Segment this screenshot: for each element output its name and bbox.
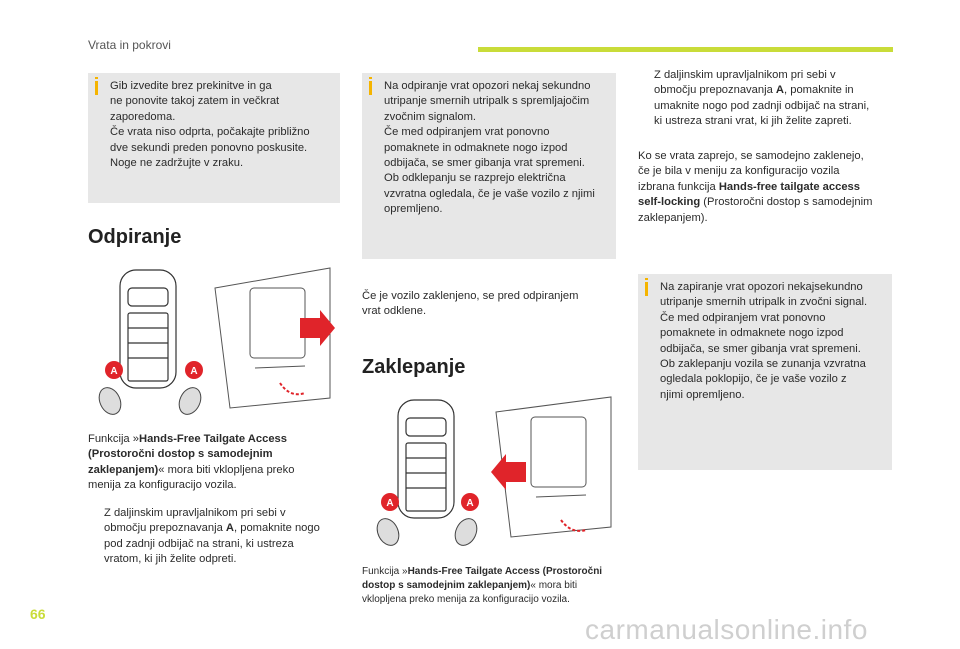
note-line: Če med odpiranjem vrat ponovno: [384, 126, 550, 139]
header-title: Vrata in pokrovi: [88, 38, 171, 52]
paragraph-auto-lock: Ko se vrata zaprejo, se samodejno zaklen…: [638, 149, 872, 226]
note-line: zvočnim signalom.: [384, 110, 477, 123]
watermark: carmanualsonline.info: [585, 614, 868, 645]
header-accent-rule: [478, 47, 893, 52]
caption-locking: Funkcija »Hands-Free Tailgate Access (Pr…: [362, 565, 602, 607]
note-line: odbijača, se smer gibanja vrat spremeni.: [660, 342, 861, 355]
zone-a-label-left: A: [110, 366, 117, 377]
bullet-line: ki ustreza strani vrat, ki jih želite za…: [654, 115, 852, 128]
note-line: Noge ne zadržujte v zraku.: [110, 157, 244, 170]
key-fob-icon: [98, 387, 202, 415]
note-line: pomaknete in odmaknete nogo izpod: [384, 141, 568, 154]
paragraph-function-note: Funkcija »Hands-Free Tailgate Access (Pr…: [88, 432, 294, 494]
key-fob-icon: [376, 518, 478, 546]
info-note-gesture: Gib izvedite brez prekinitve in ga ne po…: [88, 73, 340, 203]
note-line: Ob odklepanju se razprejo električna: [384, 172, 566, 185]
function-name: zaklepanjem): [88, 463, 159, 476]
text-prefix: Funkcija »: [88, 433, 139, 445]
bullet-line: Z daljinskim upravljalnikom pri sebi v: [654, 69, 836, 81]
note-line: zaporedoma.: [110, 110, 176, 123]
van-top-view-icon: [119, 269, 177, 389]
bullet-line: vratom, ki jih želite odpreti.: [104, 553, 237, 566]
heading-odpiranje: Odpiranje: [88, 226, 182, 248]
text-line: Ko se vrata zaprejo, se samodejno zaklen…: [638, 150, 864, 162]
text-suffix: « mora biti: [530, 580, 578, 591]
bullet-text: območju prepoznavanja: [104, 522, 226, 535]
zone-a-label-right: A: [466, 498, 473, 509]
bullet-close-step: Z daljinskim upravljalnikom pri sebi v o…: [638, 68, 869, 130]
foot-gesture-icon: [560, 519, 587, 532]
text-suffix: « mora biti vklopljena preko: [158, 463, 295, 476]
zone-label: A: [225, 522, 234, 535]
bullet-open-step: Z daljinskim upravljalnikom pri sebi v o…: [88, 506, 320, 568]
zone-a-marker-right: [461, 493, 479, 511]
function-name: (Prostoročni dostop s samodejnim: [88, 448, 273, 461]
info-icon: [645, 278, 648, 296]
text-line: zaklepanjem).: [638, 211, 708, 224]
function-name: Hands-Free Tailgate Access (Prostoročni: [407, 566, 603, 577]
page-number: 66: [30, 606, 46, 622]
note-line: Ob zaklepanju vozila se zunanja vzvratna: [660, 358, 866, 371]
bullet-line: umaknite nogo pod zadnji odbijač na stra…: [654, 99, 870, 112]
text-line: vklopljena preko menija za konfiguracijo…: [362, 594, 570, 605]
bullet-line: Z daljinskim upravljalnikom pri sebi v: [104, 507, 286, 519]
zone-label: A: [775, 84, 784, 97]
zone-a-marker-left: [105, 361, 123, 379]
note-line: odbijača, se smer gibanja vrat spremeni.: [384, 157, 585, 170]
function-name: Hands-Free Tailgate Access: [139, 433, 287, 445]
van-top-view-icon: [397, 399, 455, 519]
note-line: ogledala poklopijo, če je vaše vozilo z: [660, 373, 847, 386]
text-part: izbrana funkcija: [638, 180, 719, 193]
note-line: utripanje smernih utripalk in zvočni sig…: [660, 296, 868, 309]
note-line: njimi opremljeno.: [660, 388, 745, 401]
function-name: self-locking: [638, 196, 701, 209]
text-line: menija za konfiguracijo vozila.: [88, 479, 237, 492]
bullet-line: pod zadnji odbijač na strani, ki ustreza: [104, 537, 294, 550]
zone-a-label-right: A: [190, 366, 197, 377]
text-line: če je bila v meniju za konfiguracijo voz…: [638, 165, 840, 178]
note-line: opremljeno.: [384, 203, 443, 216]
zone-a-marker-right: [185, 361, 203, 379]
foot-gesture-icon: [279, 382, 306, 396]
note-line: ne ponovite takoj zatem in večkrat: [110, 95, 280, 108]
illustration-opening: A A: [98, 267, 335, 415]
info-note-opening: Na odpiranje vrat opozori nekaj sekundno…: [362, 73, 616, 259]
text-line: Če je vozilo zaklenjeno, se pred odpiran…: [362, 290, 579, 302]
text-part: (Prostoročni dostop s samodejnim: [700, 196, 873, 209]
open-direction-arrow-icon: [300, 310, 335, 346]
note-line: Če med odpiranjem vrat ponovno: [660, 311, 826, 324]
info-icon: [95, 77, 98, 95]
note-line: Gib izvedite brez prekinitve in ga: [110, 80, 272, 92]
function-name: dostop s samodejnim zaklepanjem): [362, 580, 531, 591]
zone-a-label-left: A: [386, 498, 393, 509]
illustration-locking: A A: [376, 396, 612, 546]
text-prefix: Funkcija »: [362, 566, 408, 577]
rear-door-side-view-icon: [495, 396, 612, 538]
bullet-text: , pomaknite in: [784, 84, 854, 97]
note-line: dve sekundi preden ponovno poskusite.: [110, 141, 308, 154]
note-line: Na zapiranje vrat opozori nekajsekundno: [660, 281, 863, 293]
note-line: Če vrata niso odprta, počakajte približn…: [110, 126, 310, 139]
note-line: pomaknete in odmaknete nogo izpod: [660, 327, 844, 340]
paragraph-unlock: Če je vozilo zaklenjeno, se pred odpiran…: [362, 289, 578, 320]
bullet-text: območju prepoznavanja: [654, 84, 776, 97]
info-icon: [369, 77, 372, 95]
close-direction-arrow-icon: [491, 454, 526, 490]
note-line: utripanje smernih utripalk s spremljajoč…: [384, 95, 590, 108]
zone-a-marker-left: [381, 493, 399, 511]
function-name: Hands-free tailgate access: [718, 180, 860, 193]
note-line: Na odpiranje vrat opozori nekaj sekundno: [384, 80, 591, 92]
bullet-text: , pomaknite nogo: [234, 522, 320, 535]
note-line: vzvratna ogledala, če je vaše vozilo z n…: [384, 187, 595, 200]
info-note-closing: Na zapiranje vrat opozori nekajsekundno …: [638, 274, 892, 470]
heading-zaklepanje: Zaklepanje: [362, 356, 466, 378]
text-line: vrat odklene.: [362, 305, 427, 318]
